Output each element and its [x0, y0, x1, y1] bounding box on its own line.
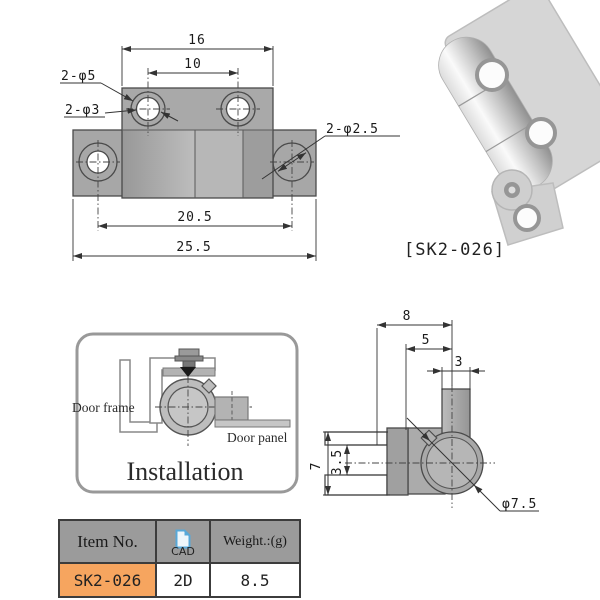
label-ear-holes: 2-φ2.5	[326, 122, 379, 137]
door-frame-label: Door frame	[72, 400, 135, 415]
panel-surface	[214, 419, 291, 428]
item-no-value: SK2-026	[58, 562, 157, 598]
screw-head	[178, 348, 200, 357]
photo-hole	[513, 204, 541, 232]
screw-washer	[174, 355, 204, 362]
front-view-drawing: 16 10 20.5 25.5 2-φ5 2-φ3 2-φ2.5	[60, 33, 400, 261]
spec-table-data-row: SK2-026 2D 8.5	[58, 562, 301, 598]
clamp-bottom-jaw	[324, 474, 388, 496]
clamp-top-jaw	[324, 431, 388, 446]
dim-width-outer: 16	[188, 33, 206, 48]
latch-notch	[201, 378, 217, 394]
dim-clamp-height: 7	[309, 462, 324, 471]
cad-file-icon[interactable]	[175, 529, 191, 549]
dim-hole-pitch-top: 10	[184, 57, 202, 72]
side-view-drawing: 8 5 3 7 3.5 φ7.5	[309, 309, 539, 512]
weight-value: 8.5	[209, 562, 301, 598]
header-cad-cell[interactable]: CAD	[155, 519, 211, 564]
dim-pivot-offset: 5	[422, 333, 431, 348]
cad-type-value[interactable]: 2D	[155, 562, 211, 598]
installation-diagram: Door frame Door panel Installation	[72, 332, 299, 494]
photo-caption: [SK2-026]	[404, 240, 505, 260]
dim-slot-height: 3.5	[330, 449, 345, 475]
clamp-back	[386, 427, 409, 496]
dim-width-total: 25.5	[176, 240, 211, 255]
dim-total-depth: 8	[403, 309, 412, 324]
header-item-no: Item No.	[58, 519, 157, 564]
spec-table-header-row: Item No. CAD Weight.:(g)	[58, 519, 301, 564]
cad-icon-label: CAD	[171, 544, 195, 558]
screw-shaft	[182, 360, 196, 368]
label-barrel-dia: φ7.5	[502, 497, 537, 512]
photo-hole	[525, 117, 557, 149]
spec-table: Item No. CAD Weight.:(g) SK2-026 2D 8.5	[58, 519, 301, 598]
hinge-mount-profile	[149, 357, 216, 424]
installation-title: Installation	[127, 457, 244, 486]
label-inner-holes: 2-φ3	[65, 103, 100, 118]
door-panel-label: Door panel	[227, 430, 288, 445]
photo-hole	[475, 58, 509, 92]
dim-hole-pitch-bottom: 20.5	[177, 210, 212, 225]
hinge-body	[121, 87, 274, 199]
product-photo: [SK2-026]	[404, 0, 600, 260]
header-weight: Weight.:(g)	[209, 519, 301, 564]
door-panel-profile	[214, 396, 249, 421]
label-outer-holes: 2-φ5	[61, 69, 96, 84]
dim-tab-width: 3	[455, 355, 464, 370]
screw-tip	[180, 367, 196, 377]
